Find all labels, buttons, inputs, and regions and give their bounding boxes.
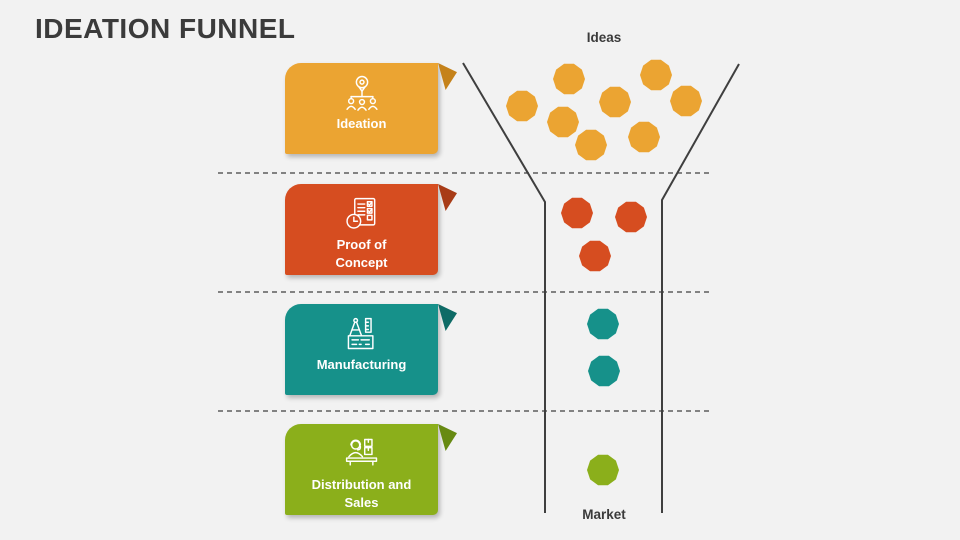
funnel-left-wall [462,62,546,513]
proof-of-concept-dot [579,240,611,272]
ideation-dot [575,129,607,161]
ideation-dot [628,121,660,153]
stage-label: Manufacturing [316,357,407,372]
page-title: IDEATION FUNNEL [35,13,296,44]
ideation-dot [547,106,579,138]
funnel-top-label: Ideas [586,30,622,45]
engineering-tools-icon [340,315,384,353]
ideation-dot [599,86,631,118]
manufacturing-dot [587,308,619,340]
distribution-and-sales-dot [587,454,619,486]
idea-team-icon [340,74,384,112]
funnel-right-wall [661,63,740,513]
stage-label: Distribution and Sales [311,477,412,510]
stage-label: Proof of Concept [335,237,388,270]
sales-counter-icon [340,435,384,473]
stage-label: Ideation [336,116,387,131]
stage-box-ideation: Ideation [285,63,457,154]
stage-box-manufacturing: Manufacturing [285,304,457,395]
stage-box-proof-of-concept: Proof of Concept [285,184,457,275]
ideation-dot [670,85,702,117]
proof-of-concept-dot [561,197,593,229]
proof-of-concept-dot [615,201,647,233]
manufacturing-dot [588,355,620,387]
funnel-bottom-label: Market [582,507,626,522]
ideation-dot [553,63,585,95]
checklist-clock-icon [340,195,384,233]
stage-box-distribution-and-sales: Distribution and Sales [285,424,457,515]
ideation-dot [506,90,538,122]
ideation-dot [640,59,672,91]
